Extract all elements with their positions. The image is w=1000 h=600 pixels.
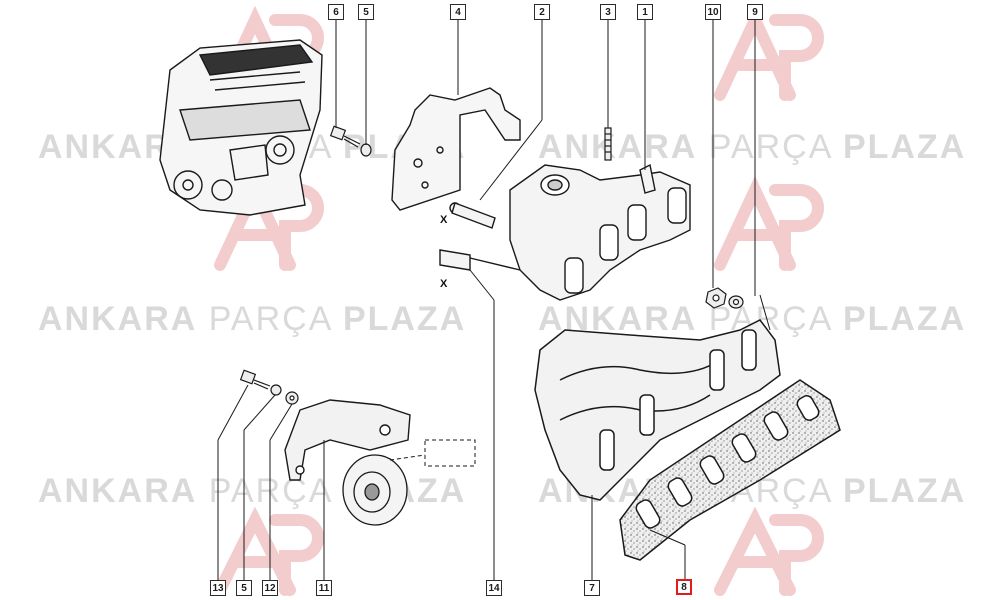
- part-callout-4[interactable]: 4: [450, 4, 466, 20]
- part-callout-6[interactable]: 6: [328, 4, 344, 20]
- alternator-illustration: [342, 454, 408, 526]
- watermark-text: ANKARA PARÇA PLAZA: [38, 472, 464, 510]
- part-callout-5[interactable]: 5: [358, 4, 374, 20]
- part-callout-3[interactable]: 3: [600, 4, 616, 20]
- part-callout-14[interactable]: 14: [486, 580, 502, 596]
- reference-marker-x: X: [440, 214, 448, 226]
- watermark-logo: [714, 5, 824, 101]
- screw-washer-parts-lower: [239, 369, 299, 405]
- gasket-part: [619, 379, 841, 561]
- intake-manifold-part: [439, 163, 691, 301]
- dashed-reference-box: [389, 439, 476, 467]
- part-callout-11[interactable]: 11: [316, 580, 332, 596]
- engine-block-illustration: [159, 39, 323, 216]
- watermark-logo: [714, 175, 824, 271]
- part-callout-1[interactable]: 1: [637, 4, 653, 20]
- part-callout-10[interactable]: 10: [705, 4, 721, 20]
- exhaust-manifold-part: [534, 319, 781, 501]
- watermark-text: ANKARA PARÇA PLAZA: [538, 128, 967, 166]
- watermark-text: ANKARA PARÇA PLAZA: [38, 300, 467, 338]
- heat-shield-part: [391, 87, 521, 211]
- watermark-text: ANKARA PARÇA PLAZA: [538, 300, 967, 338]
- leader-lines: [217, 20, 771, 580]
- part-callout-7[interactable]: 7: [584, 580, 600, 596]
- part-callout-8-highlighted[interactable]: 8: [676, 579, 692, 595]
- part-callout-12[interactable]: 12: [262, 580, 278, 596]
- bracket-part: [284, 399, 411, 481]
- part-callout-13[interactable]: 13: [210, 580, 226, 596]
- part-callout-9[interactable]: 9: [747, 4, 763, 20]
- stud-part: [604, 127, 612, 161]
- reference-marker-x: X: [440, 278, 448, 290]
- watermark-logo: [714, 506, 824, 596]
- nut-washer-parts: [705, 287, 744, 309]
- screw-washer-parts: [329, 125, 372, 157]
- part-callout-5[interactable]: 5: [236, 580, 252, 596]
- part-callout-2[interactable]: 2: [534, 4, 550, 20]
